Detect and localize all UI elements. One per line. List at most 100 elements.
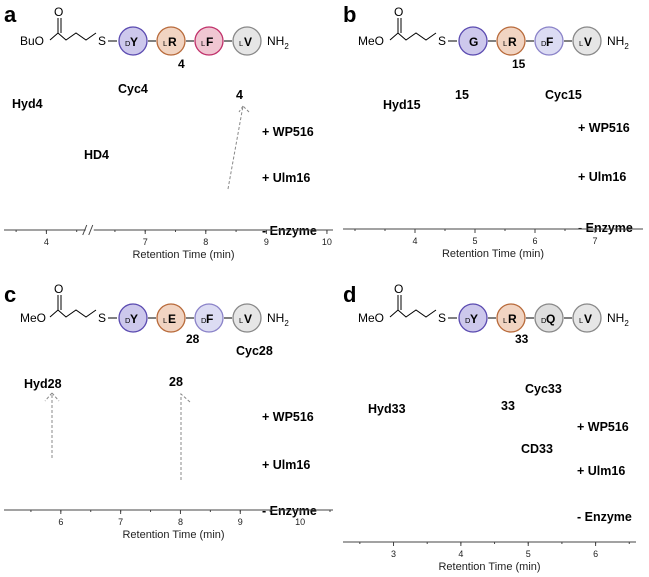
series-label: + WP516 <box>578 121 630 135</box>
x-tick-label: 6 <box>58 517 63 527</box>
peak-annotation: 4 <box>236 88 243 102</box>
residue-stereo: L <box>163 39 167 48</box>
residue-letter: V <box>584 35 592 49</box>
residue-bubble <box>534 303 564 333</box>
carbonyl-o: O <box>54 5 63 19</box>
dashed-guide <box>180 392 191 480</box>
residue-letter: F <box>546 35 553 49</box>
residue-bubble <box>496 303 526 333</box>
x-tick-label: 6 <box>532 236 537 246</box>
residue-stereo: D <box>125 39 131 48</box>
peak-annotation: CD33 <box>521 442 553 456</box>
series-label: + WP516 <box>262 125 314 139</box>
x-axis-label: Retention Time (min) <box>438 561 540 573</box>
ester-group: MeO <box>358 311 384 325</box>
residue-letter: Q <box>546 312 555 326</box>
x-tick-label: 10 <box>322 237 332 247</box>
residue-bubble <box>156 26 186 56</box>
series-label: + WP516 <box>577 420 629 434</box>
residue-letter: E <box>168 312 176 326</box>
x-tick-label: 5 <box>526 549 531 559</box>
dashed-guide <box>238 105 244 113</box>
panel-label-a: a <box>4 2 17 27</box>
residue-stereo: D <box>125 316 131 325</box>
x-tick-label: 9 <box>264 237 269 247</box>
residue-stereo: L <box>163 316 167 325</box>
residue-letter: R <box>168 35 177 49</box>
x-tick-label: 8 <box>203 237 208 247</box>
residue-stereo: L <box>503 39 507 48</box>
residue-bubble <box>572 303 602 333</box>
dashed-guide <box>227 104 250 190</box>
series-label: + Ulm16 <box>578 170 626 184</box>
compound-number-28: 28 <box>186 332 200 346</box>
residue-bubble <box>496 26 526 56</box>
residue-bubble <box>118 26 148 56</box>
peak-annotation: 28 <box>169 375 183 389</box>
x-tick-label: 6 <box>593 549 598 559</box>
carbonyl-o: O <box>394 5 403 19</box>
thioether-s: S <box>98 34 106 48</box>
residue-stereo: D <box>201 316 207 325</box>
axis-break <box>82 224 88 236</box>
carbonyl-o: O <box>394 282 403 296</box>
peak-annotation: 33 <box>501 399 515 413</box>
residue-stereo: L <box>579 39 583 48</box>
residue-letter: Y <box>130 35 138 49</box>
residue-bubble <box>572 26 602 56</box>
residue-stereo: D <box>541 39 547 48</box>
peak-annotation: Cyc4 <box>118 82 148 96</box>
residue-bubble <box>232 303 262 333</box>
residue-letter: Y <box>130 312 138 326</box>
residue-bubble <box>232 26 262 56</box>
x-tick-label: 4 <box>412 236 417 246</box>
panel-label-d: d <box>343 282 356 307</box>
x-tick-label: 10 <box>295 517 305 527</box>
x-tick-label: 4 <box>44 237 49 247</box>
amide-terminal: NH2 <box>267 311 289 328</box>
series-label: + Ulm16 <box>262 171 310 185</box>
residue-letter: V <box>244 312 252 326</box>
residue-bubble <box>118 303 148 333</box>
peak-annotation: Hyd15 <box>383 98 421 112</box>
residue-bubble <box>194 26 224 56</box>
x-tick-label: 3 <box>391 549 396 559</box>
residue-letter: R <box>508 35 517 49</box>
residue-letter: Y <box>470 312 478 326</box>
compound-number-4: 4 <box>178 57 185 71</box>
peak-annotation: Cyc15 <box>545 88 582 102</box>
ester-group: BuO <box>20 34 44 48</box>
amide-terminal: NH2 <box>607 34 629 51</box>
x-axis-label: Retention Time (min) <box>442 248 544 260</box>
ester-group: MeO <box>358 34 384 48</box>
x-tick-label: 7 <box>118 517 123 527</box>
thioether-s: S <box>98 311 106 325</box>
residue-stereo: L <box>201 39 205 48</box>
residue-bubble <box>156 303 186 333</box>
compound-number-33: 33 <box>515 332 529 346</box>
residue-bubble <box>534 26 564 56</box>
residue-letter: G <box>469 35 478 49</box>
residue-stereo: L <box>503 316 507 325</box>
residue-stereo: D <box>465 316 471 325</box>
x-tick-label: 7 <box>592 236 597 246</box>
amide-terminal: NH2 <box>607 311 629 328</box>
series-label: + Ulm16 <box>577 464 625 478</box>
residue-letter: V <box>584 312 592 326</box>
residue-bubble <box>458 303 488 333</box>
ester-group: MeO <box>20 311 46 325</box>
residue-letter: F <box>206 312 213 326</box>
peak-annotation: Hyd28 <box>24 377 62 391</box>
peak-annotation: Hyd33 <box>368 402 406 416</box>
